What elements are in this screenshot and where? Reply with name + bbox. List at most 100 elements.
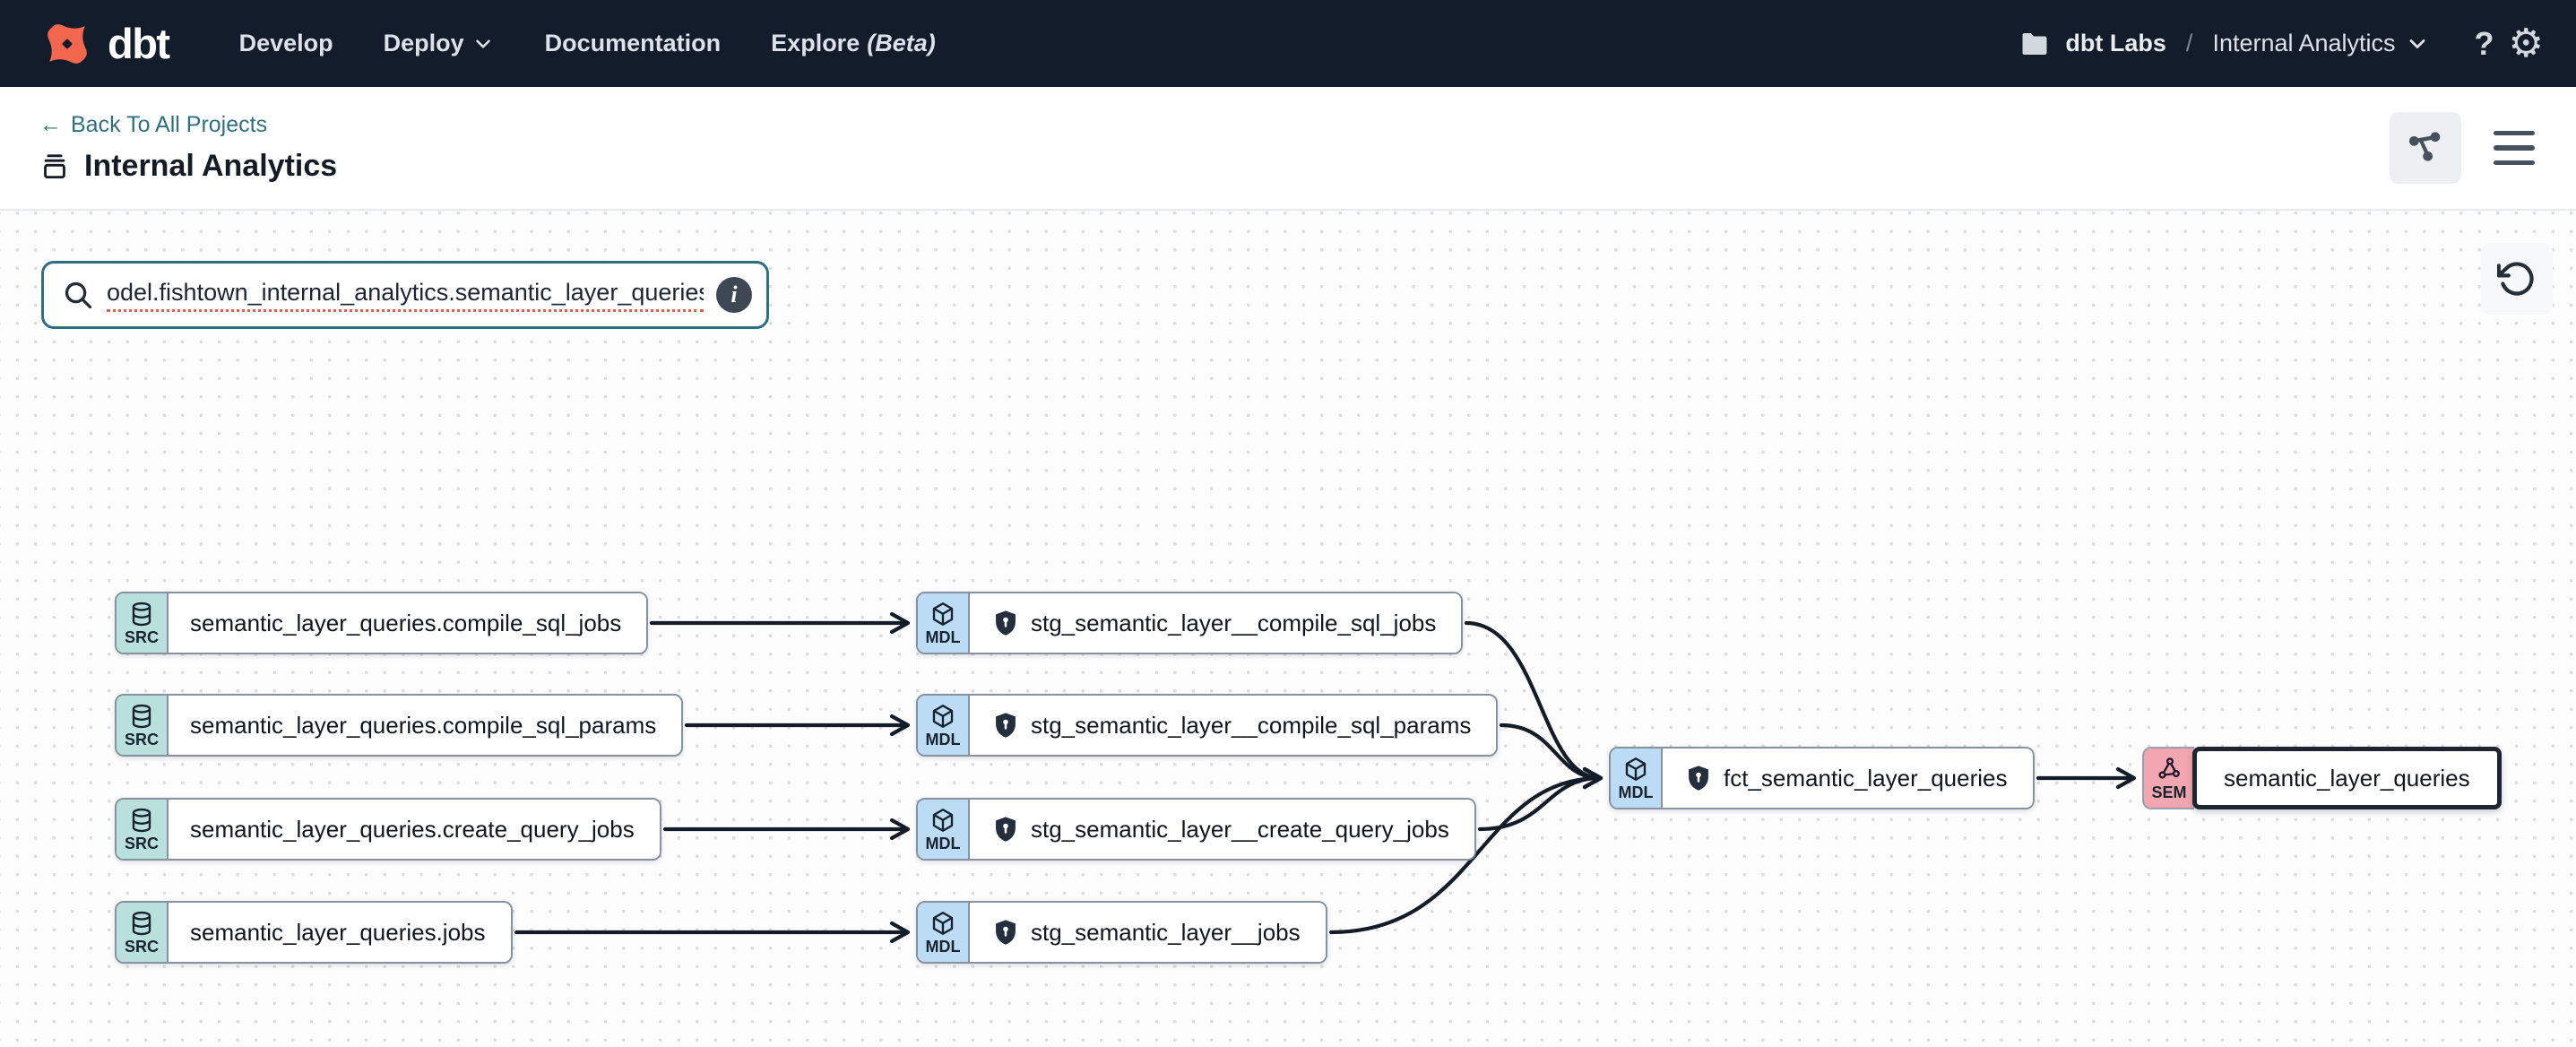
model-cube-icon: [932, 602, 954, 626]
graph-node-src_compile_sql_params[interactable]: SRC semantic_layer_queries.compile_sql_pa…: [115, 694, 684, 757]
node-type-label: MDL: [925, 938, 961, 956]
node-type-badge-mdl: MDL: [918, 593, 970, 653]
back-to-projects-link[interactable]: ← Back To All Projects: [39, 112, 268, 137]
node-body: semantic_layer_queries: [2192, 747, 2502, 809]
node-type-badge-mdl: MDL: [918, 903, 970, 962]
model-cube-icon: [932, 809, 954, 832]
chevron-down-icon: [2409, 39, 2425, 48]
database-icon: [132, 911, 151, 936]
graph-node-fct_semantic_layer_queries[interactable]: MDL fct_semantic_layer_queries: [1609, 747, 2035, 809]
nav-item-develop[interactable]: Develop: [238, 30, 333, 56]
nav-item-explore[interactable]: Explore (Beta): [771, 30, 936, 56]
node-type-badge-src: SRC: [117, 903, 169, 962]
hamburger-bar: [2494, 160, 2535, 166]
node-body: semantic_layer_queries.jobs: [169, 903, 511, 962]
node-body: semantic_layer_queries.compile_sql_jobs: [169, 593, 647, 653]
reset-view-button[interactable]: [2481, 243, 2553, 315]
node-type-badge-src: SRC: [117, 696, 169, 755]
account-switcher[interactable]: dbt Labs: [2065, 30, 2166, 56]
edge-stg_jobs-to-fct_semantic_layer_queries: [1328, 766, 1604, 935]
graph-node-stg_jobs[interactable]: MDL stg_semantic_layer__jobs: [916, 901, 1327, 964]
breadcrumb-separator: /: [2185, 30, 2193, 56]
node-label: stg_semantic_layer__compile_sql_jobs: [1031, 609, 1437, 636]
graph-node-stg_compile_sql_params[interactable]: MDL stg_semantic_layer__compile_sql_param…: [916, 694, 1499, 757]
edge-stg_compile_sql_jobs-to-fct_semantic_layer_queries: [1464, 620, 1604, 790]
title-row: Internal Analytics: [39, 149, 337, 184]
lineage-icon: [2408, 132, 2441, 161]
node-type-label: MDL: [925, 628, 961, 646]
nav-right-cluster: dbt Labs / Internal Analytics ? ⚙: [2018, 21, 2544, 65]
node-type-label: SRC: [124, 835, 159, 852]
node-body: stg_semantic_layer__create_query_jobs: [970, 800, 1474, 859]
page-header-actions: [2390, 112, 2540, 184]
hamburger-bar: [2494, 130, 2535, 136]
graph-node-stg_compile_sql_jobs[interactable]: MDL stg_semantic_layer__compile_sql_jobs: [916, 592, 1464, 654]
hamburger-bar: [2494, 145, 2535, 151]
graph-node-src_compile_sql_jobs[interactable]: SRC semantic_layer_queries.compile_sql_jo…: [115, 592, 649, 654]
shield-icon: [996, 920, 1016, 945]
node-body: stg_semantic_layer__jobs: [970, 903, 1326, 962]
project-icon: [44, 153, 65, 178]
help-button[interactable]: ?: [2474, 24, 2494, 62]
database-icon: [132, 808, 151, 833]
node-type-label: SRC: [124, 938, 159, 956]
node-body: stg_semantic_layer__compile_sql_params: [970, 696, 1497, 755]
lineage-view-button[interactable]: [2390, 112, 2461, 184]
graph-node-src_jobs[interactable]: SRC semantic_layer_queries.jobs: [115, 901, 513, 964]
model-cube-icon: [932, 912, 954, 935]
node-label: semantic_layer_queries.compile_sql_param…: [190, 711, 657, 739]
search-icon: [65, 281, 92, 309]
dbt-logo-icon: [48, 23, 87, 64]
lineage-canvas[interactable]: odel.fishtown_internal_analytics.semanti…: [0, 211, 2576, 1045]
node-type-label: SRC: [124, 731, 159, 748]
node-label: semantic_layer_queries.create_query_jobs: [190, 815, 635, 843]
graph-node-stg_create_query_jobs[interactable]: MDL stg_semantic_layer__create_query_jobs: [916, 798, 1476, 861]
shield-icon: [1689, 766, 1708, 791]
shield-icon: [996, 610, 1016, 636]
node-type-badge-mdl: MDL: [918, 800, 970, 859]
node-body: fct_semantic_layer_queries: [1663, 748, 2033, 808]
node-label: stg_semantic_layer__create_query_jobs: [1031, 815, 1449, 843]
nav-item-deploy[interactable]: Deploy: [384, 30, 495, 57]
model-cube-icon: [932, 705, 954, 728]
dbt-logo[interactable]: dbt: [39, 16, 170, 72]
dbt-wordmark: dbt: [108, 20, 170, 67]
shield-icon: [996, 713, 1016, 738]
info-icon[interactable]: i: [716, 277, 752, 313]
explore-beta-tag: (Beta): [867, 30, 936, 56]
node-type-badge-src: SRC: [117, 800, 169, 859]
database-icon: [132, 704, 151, 729]
database-icon: [132, 601, 151, 627]
nav-item-documentation[interactable]: Documentation: [544, 30, 722, 56]
nav-menu: Develop Deploy Documentation Explore (Be…: [239, 30, 936, 57]
semantic-model-icon: [2158, 757, 2180, 779]
node-label: semantic_layer_queries.compile_sql_jobs: [190, 609, 622, 636]
back-arrow-icon: ←: [39, 112, 62, 137]
node-type-badge-src: SRC: [117, 593, 169, 653]
edge-stg_create_query_jobs-to-fct_semantic_layer_queries: [1477, 766, 1604, 832]
top-nav: dbt Develop Deploy Documentation Explore…: [0, 0, 2576, 87]
node-type-label: MDL: [925, 731, 961, 748]
search-input-value: odel.fishtown_internal_analytics.semanti…: [107, 279, 704, 312]
node-label: fct_semantic_layer_queries: [1724, 764, 2008, 792]
node-body: stg_semantic_layer__compile_sql_jobs: [970, 593, 1462, 653]
edges-layer: [514, 611, 2137, 944]
search-input[interactable]: odel.fishtown_internal_analytics.semanti…: [41, 261, 769, 329]
node-label: stg_semantic_layer__jobs: [1031, 918, 1301, 946]
node-type-badge-mdl: MDL: [1611, 748, 1663, 808]
node-body: semantic_layer_queries.compile_sql_param…: [169, 696, 682, 755]
node-type-badge-mdl: MDL: [918, 696, 970, 755]
gear-icon[interactable]: ⚙: [2508, 21, 2544, 65]
project-dropdown[interactable]: Internal Analytics: [2212, 30, 2429, 57]
chevron-down-icon: [475, 39, 490, 48]
graph-node-src_create_query_jobs[interactable]: SRC semantic_layer_queries.create_query_j…: [115, 798, 661, 861]
rotate-ccw-icon: [2497, 262, 2534, 296]
page-title: Internal Analytics: [84, 149, 338, 183]
menu-button[interactable]: [2488, 125, 2540, 171]
node-type-label: SRC: [124, 628, 159, 646]
page-header: ← Back To All Projects Internal Analytic…: [0, 87, 2576, 211]
shield-icon: [996, 817, 1016, 842]
node-label: stg_semantic_layer__compile_sql_params: [1031, 711, 1472, 739]
node-type-label: MDL: [925, 835, 961, 852]
